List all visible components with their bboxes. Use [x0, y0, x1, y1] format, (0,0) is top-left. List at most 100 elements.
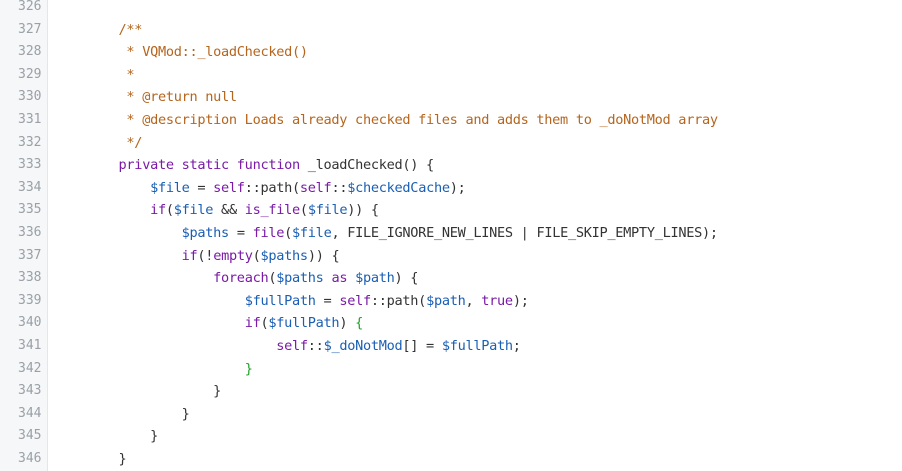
code-token: [] = — [402, 337, 442, 354]
code-line: if($fullPath) { — [48, 312, 902, 335]
code-token: :: — [307, 337, 324, 354]
code-line: */ — [48, 132, 902, 155]
line-number: 342 — [18, 360, 42, 376]
code-token — [87, 248, 182, 264]
code-token: /** — [87, 21, 143, 38]
code-token: $_doNotMod — [323, 337, 403, 354]
code-token: $fullPath — [244, 292, 316, 309]
code-line: $paths = file($file, FILE_IGNORE_NEW_LIN… — [48, 222, 902, 245]
code-line: foreach($paths as $path) { — [48, 267, 902, 290]
code-line: * VQMod::_loadChecked() — [48, 41, 902, 64]
code-token — [87, 361, 245, 377]
line-number: 326 — [18, 0, 42, 14]
line-number: 345 — [18, 428, 42, 444]
code-token: path( — [386, 292, 427, 309]
code-token: $paths — [276, 270, 324, 287]
code-token: self — [339, 292, 371, 309]
line-number: 341 — [18, 337, 42, 353]
code-token: } — [87, 405, 190, 422]
code-token: , — [465, 292, 482, 309]
code-token: ( — [252, 247, 261, 264]
code-token: )) { — [347, 202, 379, 219]
code-line — [48, 0, 902, 19]
code-token: ( — [299, 202, 308, 219]
code-token: * — [87, 66, 135, 83]
code-token: ) { — [394, 270, 419, 287]
code-token: $path — [355, 270, 395, 287]
line-number: 327 — [18, 21, 42, 37]
code-line: * — [48, 64, 902, 87]
code-token: foreach — [213, 270, 269, 287]
code-token — [87, 315, 245, 331]
code-line: $fullPath = self::path($path, true); — [48, 290, 902, 313]
code-token: * VQMod::_loadChecked() — [87, 44, 308, 61]
line-number: 336 — [18, 224, 42, 240]
line-number: 338 — [18, 270, 42, 286]
code-token: ) — [339, 315, 356, 332]
code-token: _loadChecked() { — [307, 157, 434, 174]
code-token: ); — [512, 292, 529, 309]
code-token: private static function — [87, 157, 308, 174]
code-line: } — [48, 425, 902, 448]
code-token: :: — [244, 179, 261, 196]
line-number: 333 — [18, 157, 42, 173]
code-token: */ — [87, 134, 143, 151]
code-token: ( — [268, 270, 277, 287]
code-token: ; — [512, 337, 521, 354]
code-token: $checkedCache — [347, 179, 450, 196]
line-number: 329 — [18, 66, 42, 82]
code-token: if — [150, 202, 166, 219]
code-token: $paths — [181, 224, 230, 241]
code-token: $fullPath — [268, 315, 340, 332]
code-token: * @description Loads already checked fil… — [87, 111, 718, 128]
code-token: true — [481, 292, 513, 309]
code-token: $file — [173, 202, 214, 219]
code-token: (! — [197, 247, 214, 264]
code-token: $fullPath — [441, 337, 513, 354]
code-token: = — [228, 224, 253, 241]
code-token: is_file — [244, 202, 301, 219]
code-area[interactable]: /** * VQMod::_loadChecked() * * @return … — [48, 0, 902, 471]
line-number: 334 — [18, 179, 42, 195]
code-token: as — [323, 270, 356, 287]
code-token: ( — [165, 202, 174, 219]
line-number: 335 — [18, 202, 42, 218]
code-token: $file — [150, 179, 190, 196]
code-token: && — [213, 202, 245, 219]
code-token: if — [244, 315, 261, 332]
code-line: self::$_doNotMod[] = $fullPath; — [48, 335, 902, 358]
line-number: 337 — [18, 247, 42, 263]
code-token: } — [87, 428, 158, 445]
line-number: 343 — [18, 383, 42, 399]
line-number: 346 — [18, 450, 42, 466]
code-token — [87, 293, 245, 309]
code-line: /** — [48, 19, 902, 42]
code-token: path( — [260, 179, 300, 196]
code-token: , FILE_IGNORE_NEW_LINES | FILE_SKIP_EMPT… — [331, 224, 718, 241]
code-line: * @return null — [48, 86, 902, 109]
code-token: { — [355, 315, 363, 332]
code-token: :: — [331, 179, 348, 196]
code-token: self — [276, 337, 308, 354]
code-token — [87, 270, 213, 286]
code-token: = — [189, 179, 214, 196]
code-token: if — [181, 247, 198, 264]
code-line: private static function _loadChecked() { — [48, 154, 902, 177]
code-line: } — [48, 448, 902, 471]
code-line: } — [48, 403, 902, 426]
code-token: :: — [370, 292, 387, 309]
code-token: empty — [213, 247, 253, 264]
code-token: self — [213, 179, 245, 196]
line-number: 340 — [18, 315, 42, 331]
code-line: if(!empty($paths)) { — [48, 245, 902, 268]
code-line: if($file && is_file($file)) { — [48, 199, 902, 222]
line-number: 330 — [18, 89, 42, 105]
code-token — [87, 338, 276, 354]
line-number: 339 — [18, 292, 42, 308]
code-line: $file = self::path(self::$checkedCache); — [48, 177, 902, 200]
code-token: $file — [292, 224, 332, 241]
code-token: ( — [284, 224, 293, 241]
line-number: 332 — [18, 134, 42, 150]
code-token: ( — [260, 315, 269, 332]
